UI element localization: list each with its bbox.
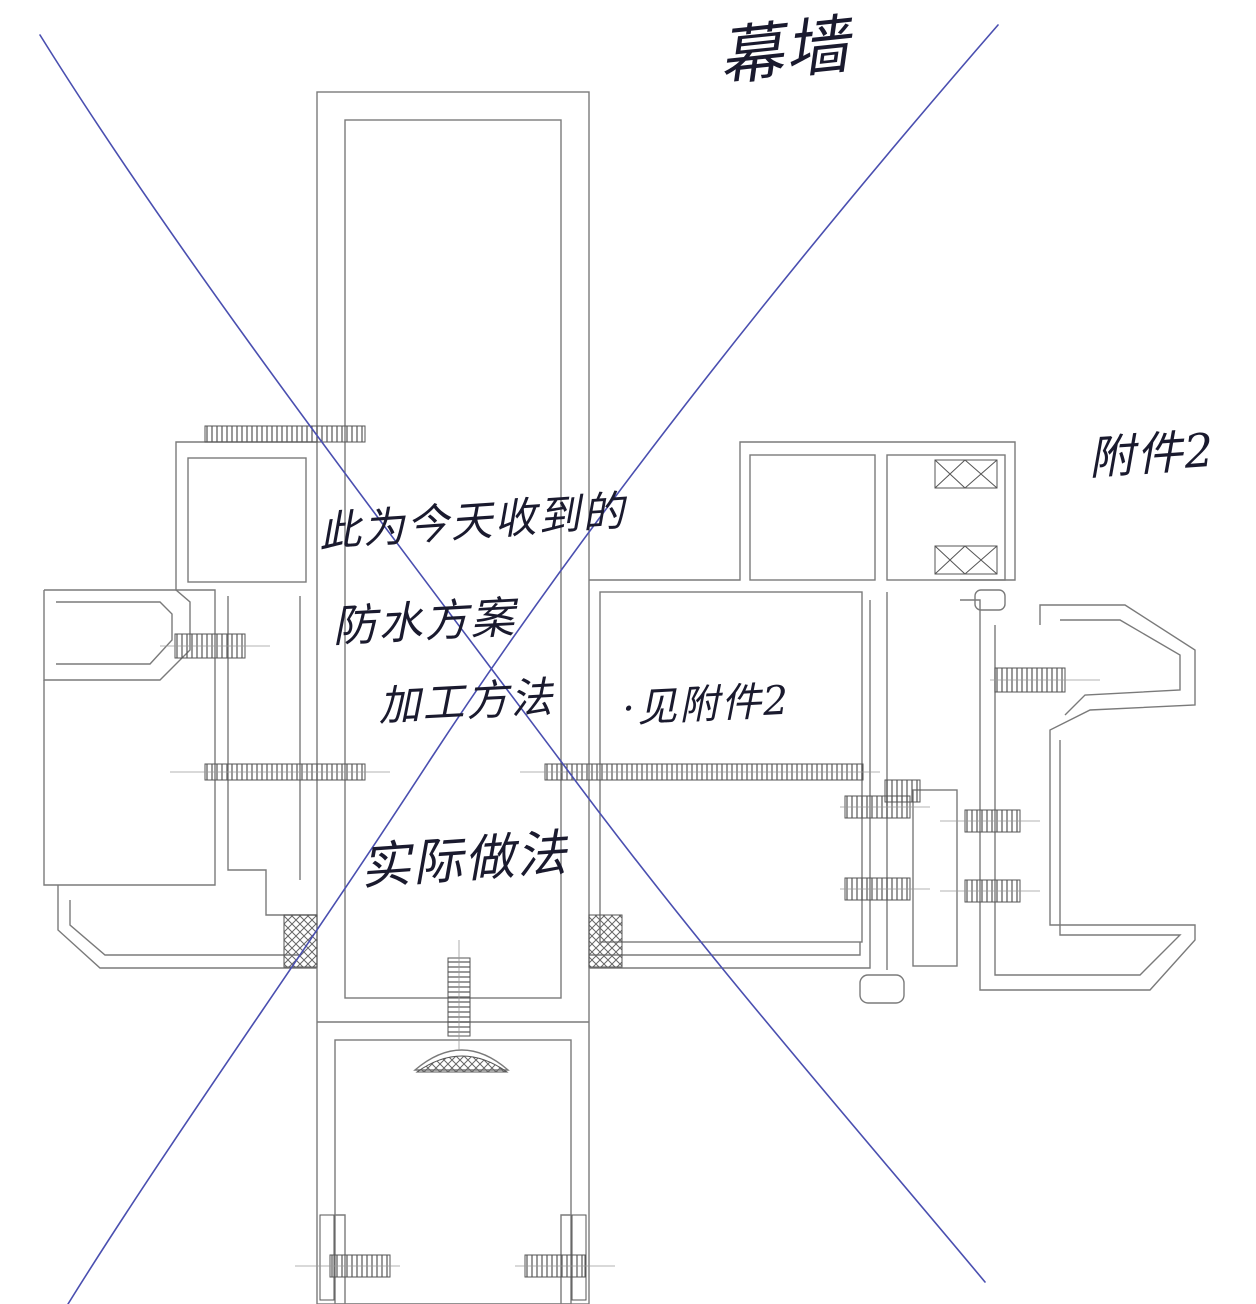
handwritten-note-line-2: 防水方案 bbox=[331, 592, 518, 653]
strike-through-x bbox=[39, 24, 999, 1304]
handwritten-note-line-4: ·见附件2 bbox=[621, 677, 792, 733]
handwritten-title: 幕墙 bbox=[715, 8, 855, 96]
handwritten-note-line-5: 实际做法 bbox=[358, 823, 571, 897]
right-frame-outer bbox=[859, 589, 1196, 1004]
gaskets bbox=[283, 459, 998, 1073]
left-frame bbox=[43, 441, 317, 969]
center-lines bbox=[160, 645, 1100, 1267]
handwritten-annex-label: 附件2 bbox=[1086, 422, 1218, 486]
screws bbox=[174, 425, 1066, 1301]
handwritten-note-line-3: 加工方法 bbox=[376, 672, 556, 731]
